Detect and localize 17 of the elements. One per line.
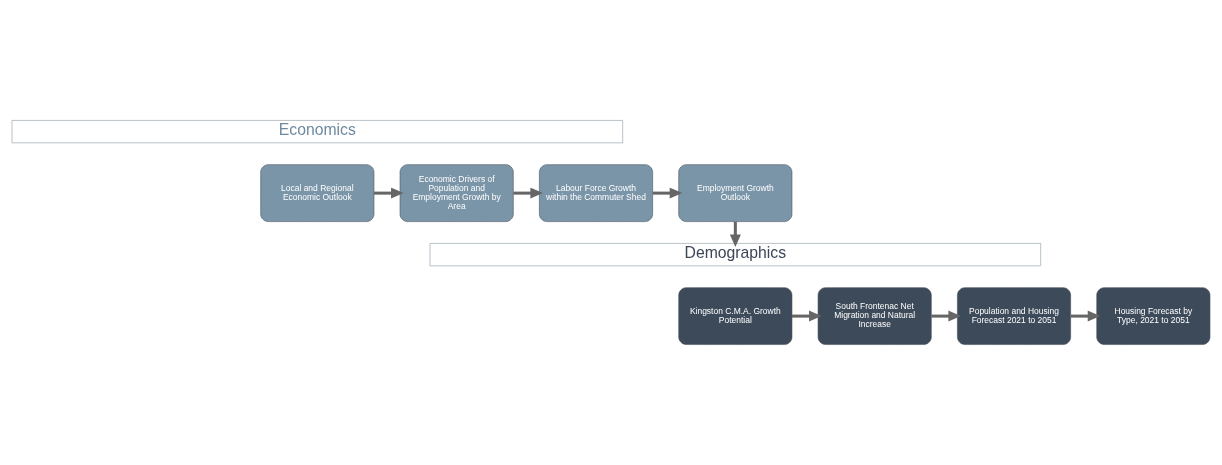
node-box: Kingston C.M.A. Growth Potential [678,287,793,345]
node-box: Population and Housing Forecast 2021 to 2051 [957,287,1071,345]
arrow [652,187,683,199]
arrow [729,221,741,248]
arrow [792,310,822,322]
arrow [374,187,404,199]
node-box: Demographics [429,243,1041,267]
node-box: Economic Drivers of Population and Employment Growth by Area [399,164,514,222]
node-box: Economics [11,120,623,144]
node-box: Local and Regional Economic Outlook [260,164,375,222]
node-box: Housing Forecast by Type, 2021 to 2051 [1096,287,1211,345]
arrow [931,310,961,322]
arrow [1070,310,1101,322]
node-box: Employment Growth Outlook [678,164,793,222]
node-box: Labour Force Growth within the Commuter Shed [539,164,653,222]
node-box: South Frontenac Net Migration and Natural Increase [817,287,932,345]
arrow [513,187,543,199]
